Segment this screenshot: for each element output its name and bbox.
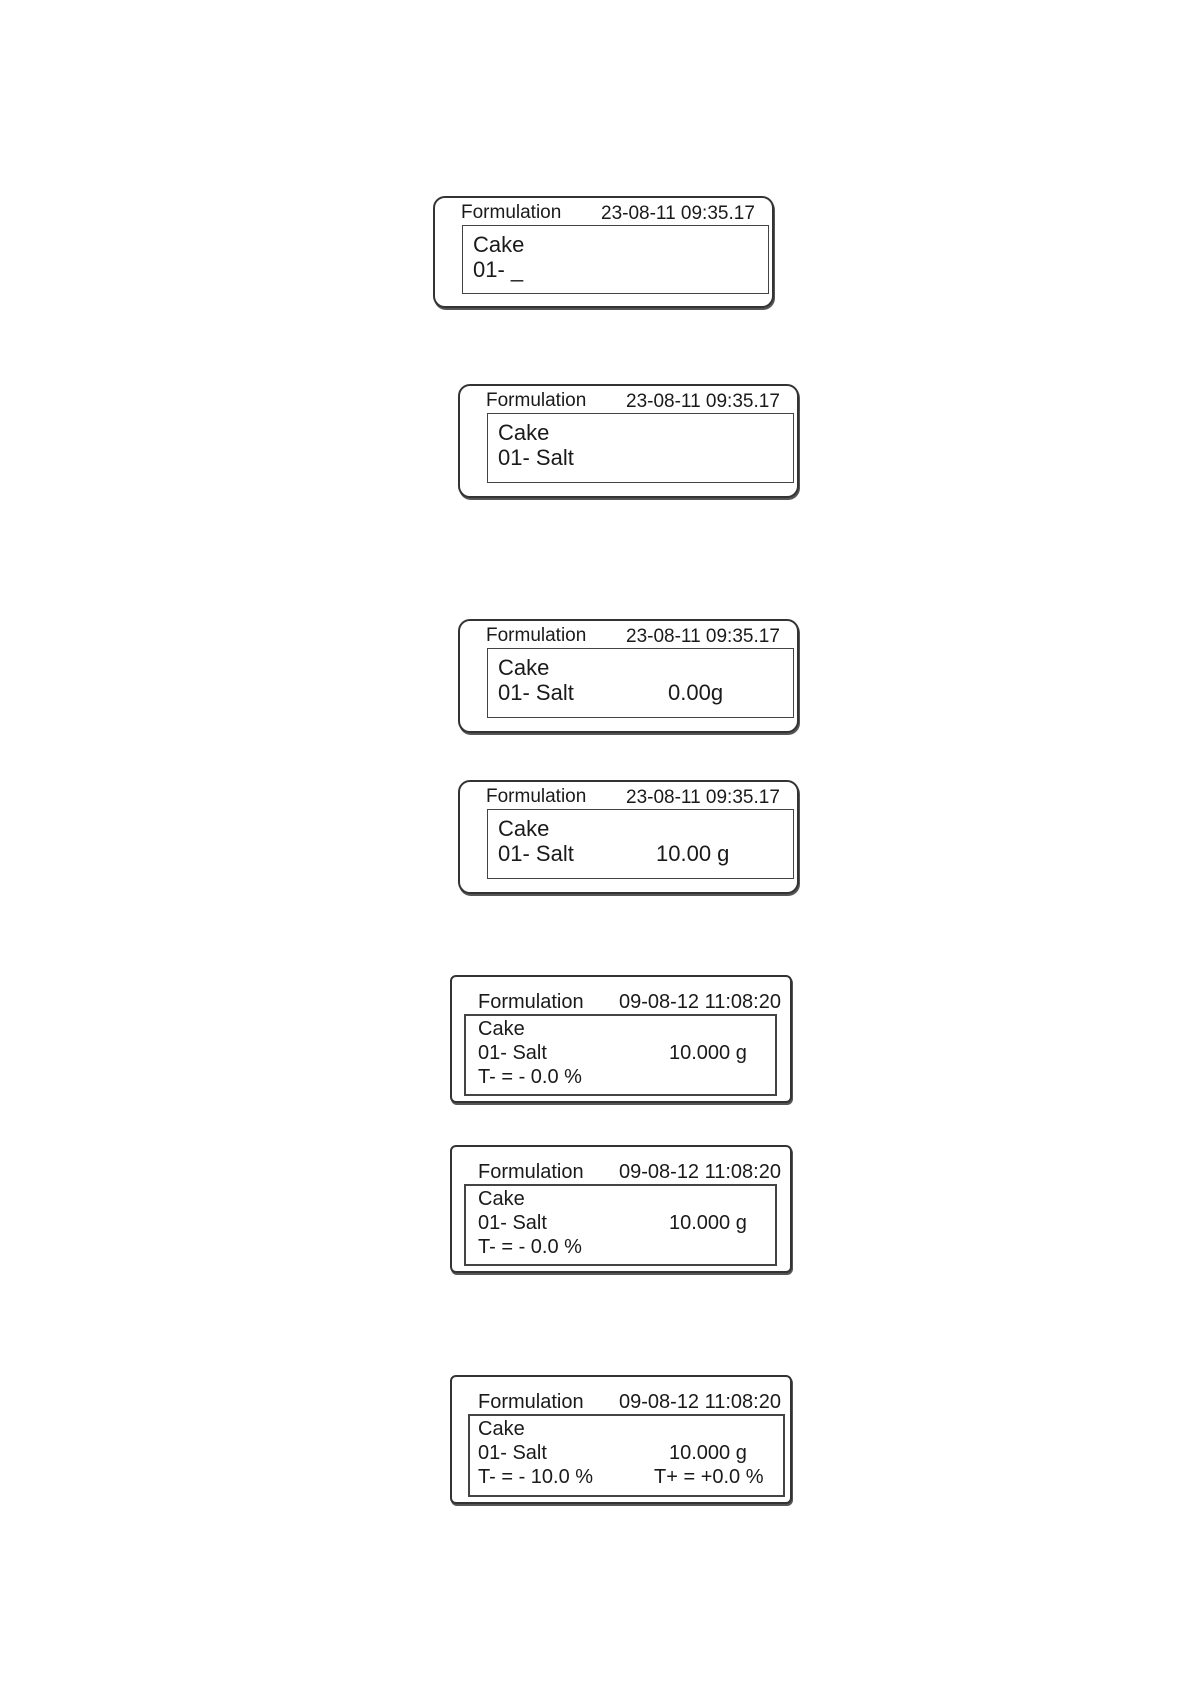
ingredient-line: 01- Salt bbox=[478, 1442, 547, 1464]
display-screen-4: Formulation 23-08-11 09:35.17 Cake 01- S… bbox=[458, 780, 799, 894]
display-screen-3: Formulation 23-08-11 09:35.17 Cake 01- S… bbox=[458, 619, 799, 733]
weight-value: 10.000 g bbox=[669, 1212, 747, 1234]
screen-content-box: Cake 01- Salt bbox=[487, 413, 794, 483]
tolerance-minus: T- = - 10.0 % bbox=[478, 1466, 594, 1488]
recipe-name: Cake bbox=[498, 420, 550, 445]
recipe-name: Cake bbox=[473, 232, 525, 257]
screen-title: Formulation bbox=[478, 1391, 584, 1413]
screen-title: Formulation bbox=[461, 202, 562, 223]
recipe-name: Cake bbox=[478, 1188, 525, 1210]
screen-datetime: 23-08-11 09:35.17 bbox=[601, 203, 755, 224]
screen-datetime: 23-08-11 09:35.17 bbox=[626, 391, 780, 412]
ingredient-line: 01- Salt bbox=[498, 445, 574, 470]
display-screen-2: Formulation 23-08-11 09:35.17 Cake 01- S… bbox=[458, 384, 799, 498]
display-screen-5: Formulation 09-08-12 11:08:20 Cake 01- S… bbox=[450, 975, 792, 1103]
ingredient-line: 01- Salt bbox=[498, 841, 574, 866]
ingredient-line: 01- Salt bbox=[498, 680, 574, 705]
screen-title: Formulation bbox=[486, 390, 587, 411]
weight-value: 0.00g bbox=[668, 680, 724, 705]
screen-datetime: 09-08-12 11:08:20 bbox=[619, 1161, 781, 1183]
screen-content-box: Cake 01- Salt 10.000 g T- = - 0.0 % bbox=[464, 1014, 777, 1096]
screen-title: Formulation bbox=[478, 991, 584, 1013]
ingredient-line: 01- Salt bbox=[478, 1212, 547, 1234]
display-screen-1: Formulation 23-08-11 09:35.17 Cake 01- _ bbox=[433, 196, 774, 308]
ingredient-line: 01- Salt bbox=[478, 1042, 547, 1064]
weight-value: 10.000 g bbox=[669, 1042, 747, 1064]
display-screen-6: Formulation 09-08-12 11:08:20 Cake 01- S… bbox=[450, 1145, 792, 1273]
screen-datetime: 09-08-12 11:08:20 bbox=[619, 1391, 781, 1413]
recipe-name: Cake bbox=[498, 816, 550, 841]
display-screen-7: Formulation 09-08-12 11:08:20 Cake 01- S… bbox=[450, 1375, 792, 1504]
weight-value: 10.000 g bbox=[669, 1442, 747, 1464]
screen-title: Formulation bbox=[486, 786, 587, 807]
tolerance-minus: T- = - 0.0 % bbox=[478, 1236, 582, 1258]
screen-content-box: Cake 01- Salt 10.000 g T- = - 10.0 % T+ … bbox=[468, 1414, 785, 1497]
screen-datetime: 09-08-12 11:08:20 bbox=[619, 991, 781, 1013]
recipe-name: Cake bbox=[478, 1018, 525, 1040]
screen-content-box: Cake 01- _ bbox=[462, 225, 769, 294]
screen-title: Formulation bbox=[478, 1161, 584, 1183]
screen-datetime: 23-08-11 09:35.17 bbox=[626, 787, 780, 808]
tolerance-minus: T- = - 0.0 % bbox=[478, 1066, 582, 1088]
tolerance-plus: T+ = +0.0 % bbox=[654, 1466, 764, 1488]
screen-content-box: Cake 01- Salt 0.00g bbox=[487, 648, 794, 718]
weight-value: 10.00 g bbox=[656, 841, 730, 866]
screen-title: Formulation bbox=[486, 625, 587, 646]
recipe-name: Cake bbox=[498, 655, 550, 680]
screen-content-box: Cake 01- Salt 10.00 g bbox=[487, 809, 794, 879]
recipe-name: Cake bbox=[478, 1418, 525, 1440]
ingredient-line: 01- _ bbox=[473, 257, 524, 282]
screen-datetime: 23-08-11 09:35.17 bbox=[626, 626, 780, 647]
screen-content-box: Cake 01- Salt 10.000 g T- = - 0.0 % bbox=[464, 1184, 777, 1266]
